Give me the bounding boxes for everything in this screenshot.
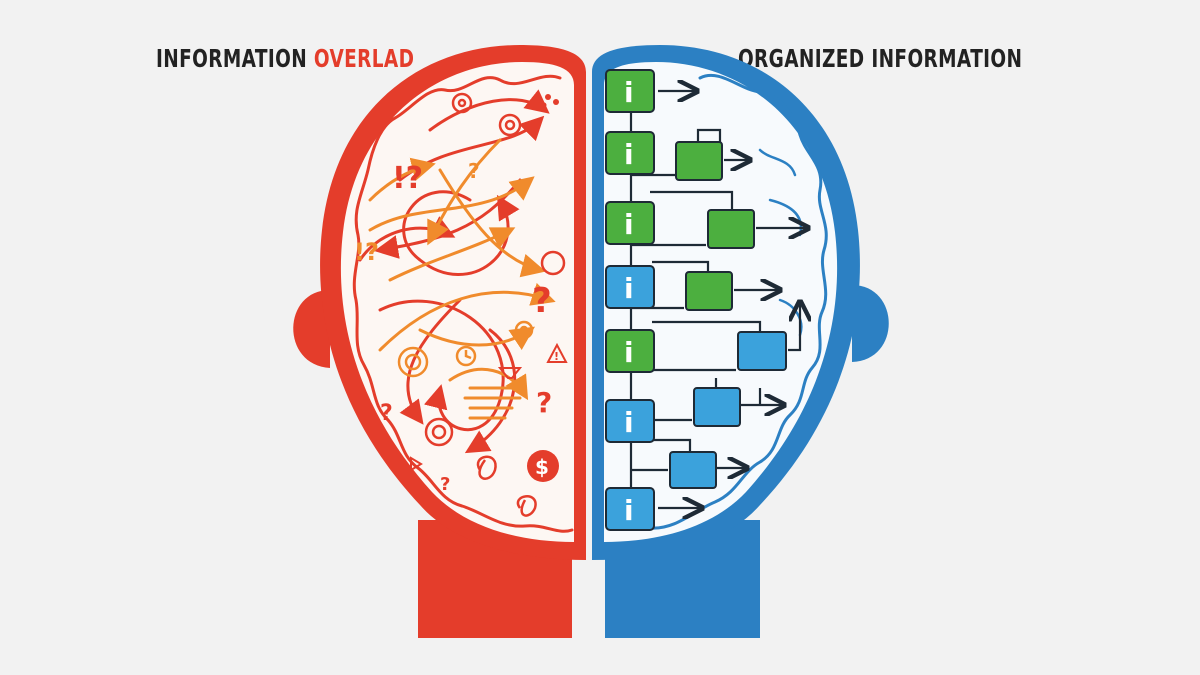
svg-text:i: i (624, 76, 634, 109)
target-icon (397, 346, 429, 378)
right-head: i i i i i i i (592, 45, 889, 638)
left-brain-folds (352, 74, 574, 533)
svg-text:i: i (624, 208, 634, 241)
svg-text:!: ! (554, 350, 559, 363)
svg-text:i: i (624, 272, 634, 305)
cycle-icon (540, 250, 566, 276)
svg-text:$: $ (535, 455, 549, 479)
tangle-icon (476, 455, 537, 517)
question-icon: ? (380, 401, 393, 426)
process-node-green (707, 209, 755, 249)
text-lines-icon (463, 386, 522, 420)
svg-text:i: i (624, 494, 634, 527)
dots-icon (541, 94, 559, 108)
svg-text:i: i (624, 406, 634, 439)
question-icon: ? (532, 281, 552, 321)
warning-icon: ! (546, 342, 568, 363)
question-icon: ? (468, 159, 480, 183)
question-icon: ? (536, 386, 552, 419)
process-nodes (669, 141, 787, 489)
target-icon (424, 417, 454, 447)
process-node-blue (669, 451, 717, 489)
flowchart-arrows (658, 91, 806, 508)
process-node-green (685, 271, 733, 311)
svg-text:i: i (624, 336, 634, 369)
clock-icon (455, 345, 477, 367)
info-node: i (605, 265, 655, 309)
info-nodes: i i i i i i i (605, 69, 655, 531)
right-ear (852, 285, 889, 362)
dollar-icon: $ (527, 450, 559, 482)
process-node-green (675, 141, 723, 181)
exclaim-question-icon: !? (354, 238, 379, 266)
title-information-overload: INFORMATION OVERLAD (156, 44, 414, 73)
title-organized-information: ORGANIZED INFORMATION (737, 44, 1022, 73)
filter-icon (497, 367, 523, 379)
process-node-blue (693, 387, 741, 427)
info-node: i (605, 131, 655, 175)
info-node: i (605, 201, 655, 245)
left-ear (293, 290, 330, 368)
exclaim-question-icon: !? (392, 161, 423, 196)
gear-icon (451, 92, 473, 114)
info-node: i (605, 329, 655, 373)
center-divider (586, 60, 592, 640)
title-left-part1: INFORMATION (156, 44, 314, 73)
info-node: i (605, 69, 655, 113)
svg-text:i: i (624, 138, 634, 171)
info-node: i (605, 399, 655, 443)
target-icon (498, 113, 522, 137)
title-left-highlight: OVERLAD (313, 44, 415, 73)
process-node-blue (737, 331, 787, 371)
question-icon: ? (440, 474, 450, 495)
left-head: !? ? ? !? ? ? ? $ ! (293, 45, 586, 638)
play-icon (410, 456, 423, 472)
info-node: i (605, 487, 655, 531)
gear-icon (514, 320, 534, 340)
chaos-symbols: !? ? ? !? ? ? ? $ ! (354, 92, 568, 517)
